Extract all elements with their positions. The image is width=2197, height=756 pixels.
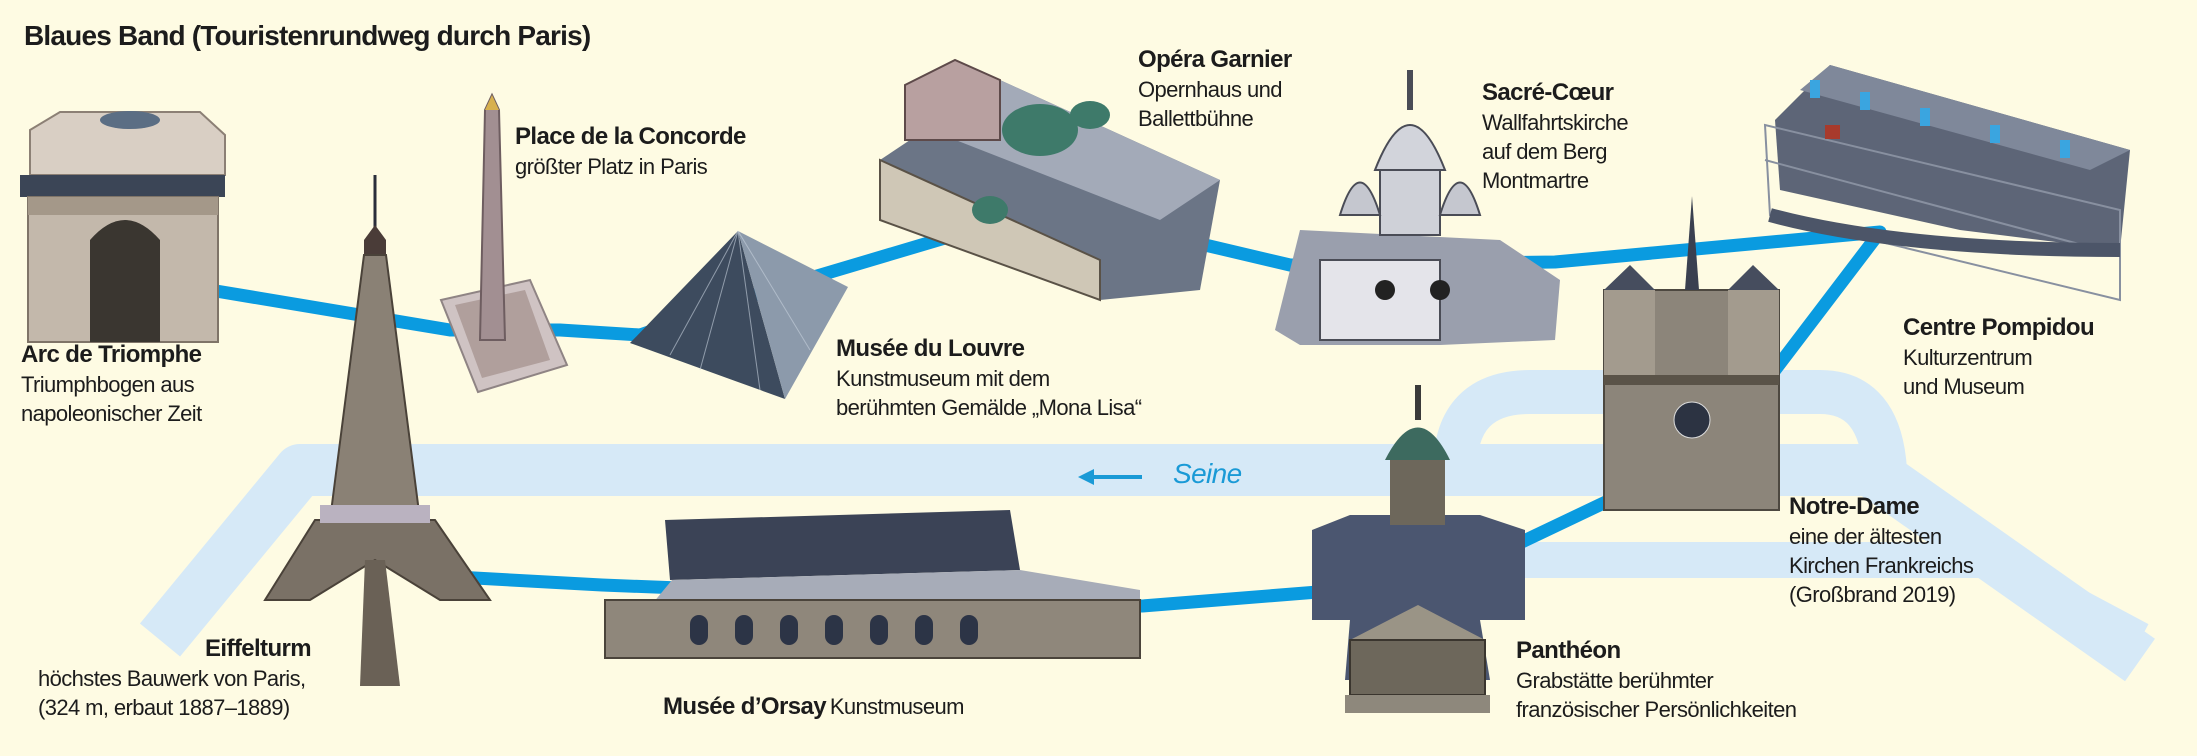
louvre-pyramid-illustration — [630, 230, 848, 399]
blue-route-line — [208, 225, 1887, 613]
sight-desc: Montmartre — [1482, 168, 1589, 193]
sight-desc: Kirchen Frankreichs — [1789, 553, 1974, 578]
sight-desc: Kulturzentrum — [1903, 345, 2033, 370]
sight-desc: Triumphbogen aus — [21, 372, 195, 397]
sight-desc: napoleonischer Zeit — [21, 401, 202, 426]
label-sacre-coeur: Sacré-Cœur Wallfahrtskirche auf dem Berg… — [1482, 78, 1629, 195]
sight-desc: (324 m, erbaut 1887–1889) — [38, 695, 290, 720]
arc-de-triomphe-illustration — [20, 111, 226, 343]
sacre-coeur-illustration — [1275, 70, 1560, 345]
centre-pompidou-illustration — [1763, 65, 2130, 302]
page-title: Blaues Band (Touristenrundweg durch Pari… — [24, 20, 591, 51]
label-centre-pompidou: Centre Pompidou Kulturzentrum und Museum — [1903, 313, 2095, 401]
sight-desc: Kunstmuseum — [829, 694, 965, 719]
label-notre-dame: Notre-Dame eine der ältesten Kirchen Fra… — [1789, 492, 1974, 609]
notre-dame-illustration — [1603, 196, 1780, 511]
sight-desc: Wallfahrtskirche — [1482, 110, 1629, 135]
sight-desc: Ballettbühne — [1138, 106, 1254, 131]
seine-label: Seine — [1173, 458, 1242, 489]
sight-desc: Kunstmuseum mit dem — [836, 366, 1050, 391]
sight-desc: (Großbrand 2019) — [1789, 582, 1956, 607]
sight-desc: höchstes Bauwerk von Paris, — [38, 666, 306, 691]
label-pantheon: Panthéon Grabstätte berühmter französisc… — [1516, 636, 1797, 724]
sight-name: Opéra Garnier — [1138, 46, 1292, 73]
sight-name: Notre-Dame — [1789, 493, 1920, 520]
sight-name: Musée du Louvre — [836, 335, 1025, 362]
sight-desc: Opernhaus und — [1138, 77, 1282, 102]
label-eiffelturm: Eiffelturm höchstes Bauwerk von Paris, (… — [38, 634, 312, 722]
sight-name: Place de la Concorde — [515, 123, 746, 150]
sight-name: Centre Pompidou — [1903, 314, 2095, 341]
sight-desc: größter Platz in Paris — [515, 154, 708, 179]
sight-name: Eiffelturm — [204, 635, 312, 662]
sight-desc: französischer Persönlichkeiten — [1516, 697, 1797, 722]
sight-name: Panthéon — [1516, 637, 1621, 664]
eiffel-tower-illustration — [263, 175, 492, 686]
label-arc-de-triomphe: Arc de Triomphe Triumphbogen aus napoleo… — [21, 340, 202, 428]
sight-desc: Grabstätte berühmter — [1516, 668, 1714, 693]
label-musee-du-louvre: Musée du Louvre Kunstmuseum mit dem berü… — [836, 334, 1142, 422]
sight-name: Sacré-Cœur — [1482, 79, 1614, 106]
sight-desc: berühmten Gemälde „Mona Lisa“ — [836, 395, 1142, 420]
label-place-de-la-concorde: Place de la Concorde größter Platz in Pa… — [515, 122, 746, 181]
pantheon-illustration — [1312, 385, 1525, 713]
sight-desc: auf dem Berg — [1482, 139, 1607, 164]
label-opera-garnier: Opéra Garnier Opernhaus und Ballettbühne — [1138, 45, 1292, 133]
musee-orsay-illustration — [604, 510, 1141, 659]
sight-desc: eine der ältesten — [1789, 524, 1942, 549]
arrow-left-icon — [1078, 469, 1142, 485]
obelisk-concorde-illustration — [439, 92, 569, 394]
sight-desc: und Museum — [1903, 374, 2025, 399]
opera-garnier-illustration — [879, 58, 1220, 302]
sight-name: Musée d’Orsay — [663, 693, 827, 720]
label-musee-orsay: Musée d’Orsay Kunstmuseum — [663, 692, 964, 722]
sight-name: Arc de Triomphe — [21, 341, 202, 368]
